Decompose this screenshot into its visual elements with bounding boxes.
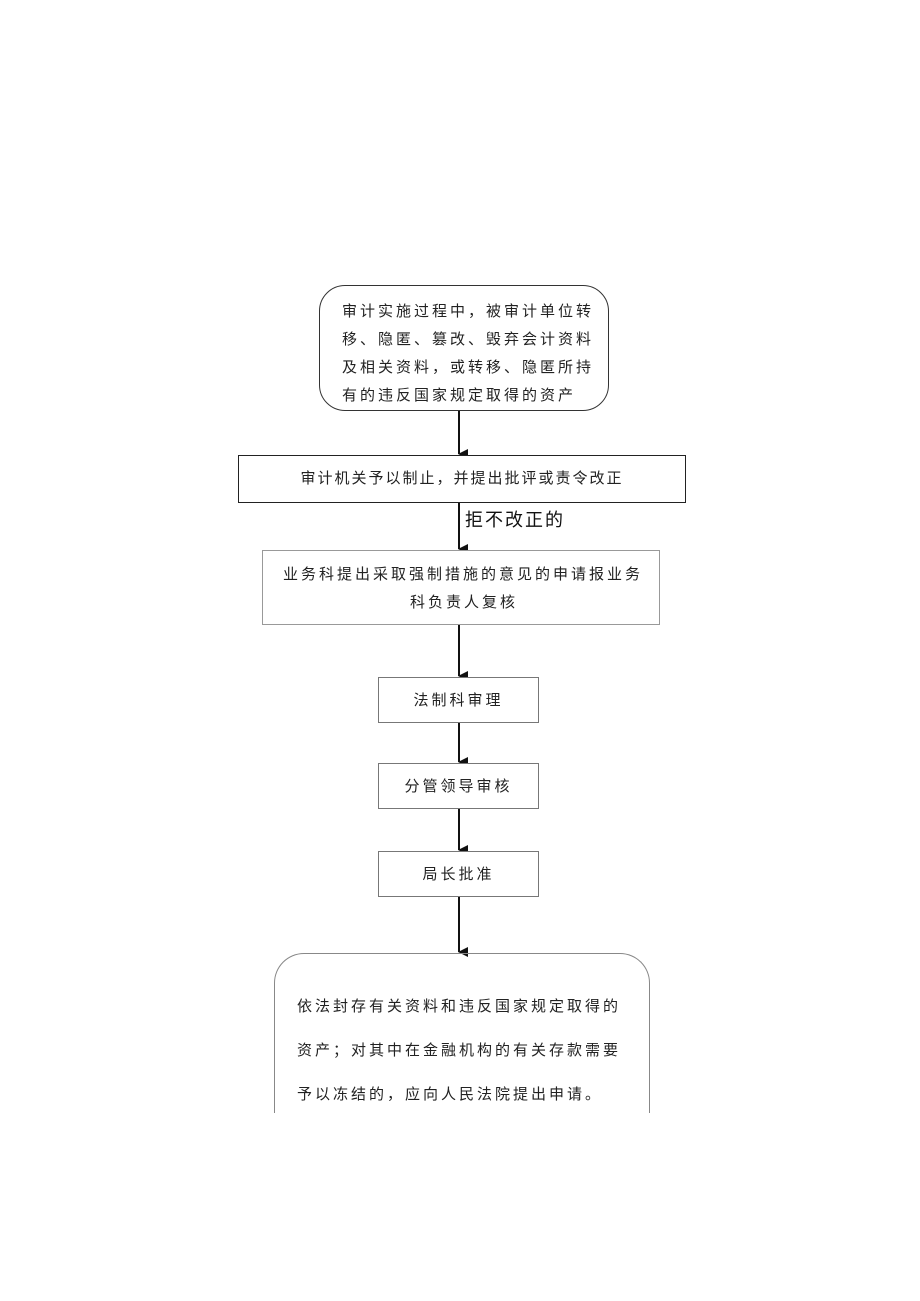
flow-node-start-line: 移、隐匿、篡改、毁弃会计资料 — [342, 330, 595, 348]
flow-node-start-line: 有的违反国家规定取得的资产 — [342, 386, 577, 404]
flow-node-director-approve: 局长批准 — [378, 851, 539, 897]
flow-node-apply-line: 科负责人复核 — [409, 593, 518, 611]
flow-node-apply: 业务科提出采取强制措施的意见的申请报业务 科负责人复核 — [262, 550, 660, 625]
flow-node-start-line: 及相关资料，或转移、隐匿所持 — [342, 358, 595, 376]
flow-node-final-action: 依法封存有关资料和违反国家规定取得的 资产；对其中在金融机构的有关存款需要 予以… — [274, 953, 650, 1113]
flow-node-legal-review-label: 法制科审理 — [413, 691, 504, 709]
flow-node-stop-order-label: 审计机关予以制止，并提出批评或责令改正 — [300, 469, 624, 487]
flow-node-start-line: 审计实施过程中，被审计单位转 — [342, 302, 595, 320]
flow-node-leader-review: 分管领导审核 — [378, 763, 539, 809]
flow-node-leader-review-label: 分管领导审核 — [404, 777, 513, 795]
flow-node-final-action-line: 予以冻结的，应向人民法院提出申请。 — [297, 1085, 604, 1103]
refuse-edge-label: 拒不改正的 — [465, 510, 565, 531]
flow-node-start: 审计实施过程中，被审计单位转 移、隐匿、篡改、毁弃会计资料 及相关资料，或转移、… — [319, 285, 609, 411]
flow-node-director-approve-label: 局长批准 — [422, 865, 495, 883]
flow-node-legal-review: 法制科审理 — [378, 677, 539, 723]
flow-node-apply-line: 业务科提出采取强制措施的意见的申请报业务 — [283, 565, 644, 583]
flow-node-final-action-line: 资产；对其中在金融机构的有关存款需要 — [297, 1041, 622, 1059]
flow-node-final-action-line: 依法封存有关资料和违反国家规定取得的 — [297, 997, 622, 1015]
flow-node-stop-order: 审计机关予以制止，并提出批评或责令改正 — [238, 455, 686, 503]
